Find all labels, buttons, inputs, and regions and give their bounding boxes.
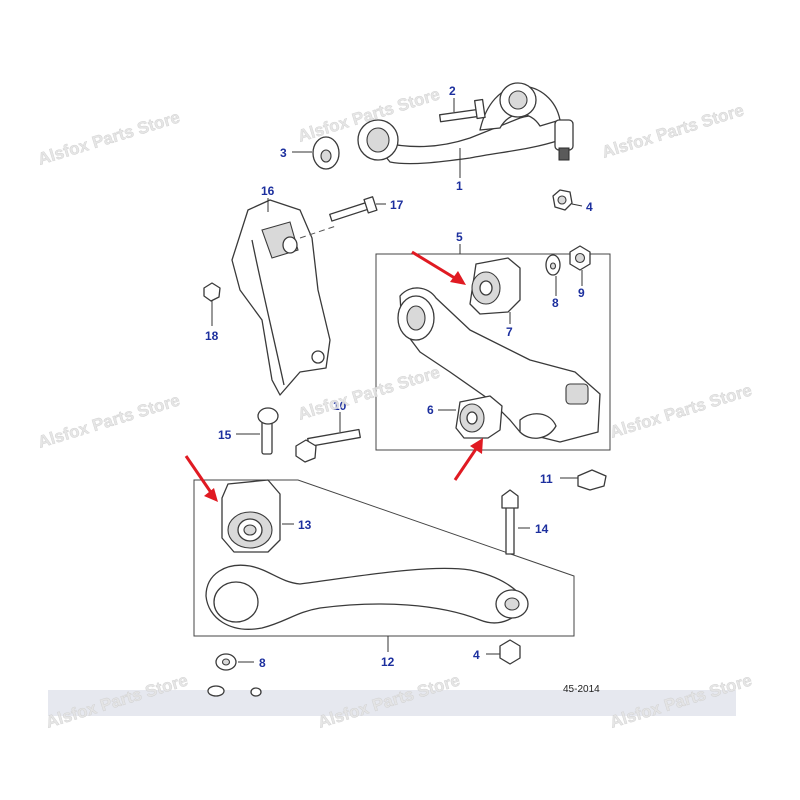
bolt-10 [295, 428, 361, 463]
callout-7: 7 [506, 325, 513, 339]
callout-3: 3 [280, 146, 287, 160]
clip-11 [577, 469, 607, 491]
nut-4-bottom [499, 639, 521, 665]
front-lower-arm [397, 287, 601, 443]
callout-13: 13 [298, 518, 312, 532]
highlight-arrow-middle [453, 438, 483, 481]
washer-8-bottom [215, 653, 237, 671]
bushing-7 [469, 257, 521, 315]
bolt-14 [501, 489, 519, 555]
callout-17: 17 [390, 198, 404, 212]
callout-numbers: 1 2 3 4 5 7 8 9 10 11 12 13 14 15 16 17 … [205, 84, 593, 670]
rear-lower-arm [205, 564, 529, 630]
callout-10: 10 [333, 399, 347, 413]
watermark: Alsfox Parts Store [608, 381, 755, 442]
bolt-15 [257, 407, 279, 455]
callout-8-bottom: 8 [259, 656, 266, 670]
mounting-bracket [231, 199, 331, 396]
nut-9 [569, 245, 591, 271]
callout-14: 14 [535, 522, 549, 536]
watermark: Alsfox Parts Store [36, 391, 183, 452]
washer-3 [312, 136, 340, 170]
watermark: Alsfox Parts Store [296, 363, 443, 424]
watermark: Alsfox Parts Store [36, 108, 183, 169]
callout-6: 6 [427, 403, 434, 417]
watermarks: Alsfox Parts Store Alsfox Parts Store Al… [35, 84, 755, 732]
highlight-arrow-top [411, 250, 466, 285]
callout-12: 12 [381, 655, 395, 669]
callout-11: 11 [540, 472, 553, 486]
footer-bar [48, 690, 736, 716]
upper-control-arm [357, 82, 574, 165]
callout-15: 15 [218, 428, 232, 442]
callout-2: 2 [449, 84, 456, 98]
leader-lines [211, 98, 583, 663]
watermark: Alsfox Parts Store [600, 101, 747, 162]
callout-4-bottom: 4 [473, 648, 480, 662]
washer-8 [545, 254, 561, 276]
bushing-13 [221, 479, 281, 553]
callout-1: 1 [456, 179, 463, 193]
reference-code: 45-2014 [563, 684, 600, 695]
callout-9: 9 [578, 286, 585, 300]
bushing-6 [455, 395, 503, 439]
bolt-17 [329, 196, 378, 222]
bolt-2 [438, 98, 486, 123]
callout-5: 5 [456, 230, 463, 244]
callout-4-top: 4 [586, 200, 593, 214]
callout-18: 18 [205, 329, 219, 343]
cut-off-part-fragments [207, 685, 262, 697]
nut-18 [203, 282, 221, 302]
callout-8-top: 8 [552, 296, 559, 310]
nut-4-top [552, 189, 573, 211]
callout-16: 16 [261, 184, 275, 198]
front-lower-arm-group-box [375, 253, 611, 451]
rear-lower-arm-group-box [193, 479, 575, 637]
highlight-arrow-left [184, 455, 218, 502]
